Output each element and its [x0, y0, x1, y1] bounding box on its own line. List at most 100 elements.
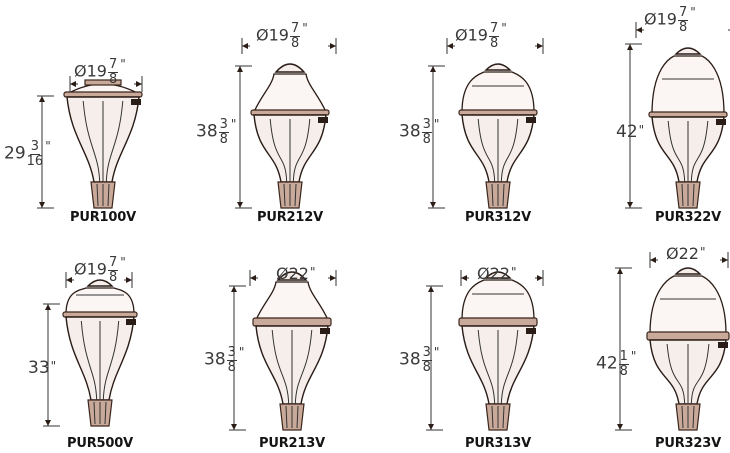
model-label: PUR312V: [465, 210, 531, 225]
base-groove: [294, 183, 297, 207]
lantern-finial: [674, 47, 702, 55]
base-groove: [283, 183, 286, 207]
fixture-drawing-pur213v: [229, 270, 337, 431]
fixture-drawing-pur322v: [625, 22, 730, 209]
fixture-drawing-pur323v: [615, 252, 730, 431]
lantern-band: [646, 331, 730, 341]
body-rib: [500, 329, 519, 405]
fixture-drawing-pur500v: [43, 272, 138, 427]
body-rib: [667, 120, 686, 183]
arrowhead-left: [650, 257, 656, 263]
arrowhead-down: [45, 420, 51, 426]
arrowhead-down: [231, 424, 237, 430]
base-groove: [107, 183, 110, 207]
lantern-cap: [84, 79, 122, 86]
latch-icon: [526, 117, 536, 123]
model-label: PUR313V: [465, 436, 531, 451]
arrowhead-right: [136, 81, 142, 87]
base-groove: [692, 405, 695, 429]
fixture-drawing-pur100v: [37, 76, 143, 209]
base-groove: [93, 401, 96, 425]
body-rib: [690, 343, 710, 405]
arrowhead-up: [45, 304, 51, 310]
fixture-drawing-pur312v: [428, 38, 544, 209]
diameter-label: Ø22": [477, 264, 517, 283]
base-groove: [296, 405, 299, 429]
lantern-roof: [254, 281, 330, 321]
body-rib: [80, 320, 98, 401]
model-label: PUR322V: [655, 210, 721, 225]
latch-icon: [526, 328, 536, 334]
lantern-dome: [649, 275, 727, 335]
body-rib: [271, 329, 290, 405]
lantern-band: [458, 109, 538, 116]
arrowhead-left: [66, 277, 72, 283]
latch-icon: [320, 328, 330, 334]
base-groove: [502, 405, 505, 429]
fixture-drawing-pur212v: [235, 38, 337, 209]
arrowhead-down: [39, 202, 45, 208]
arrowhead-up: [231, 286, 237, 292]
arrowhead-up: [428, 286, 434, 292]
lantern-finial: [274, 63, 306, 73]
arrowhead-down: [428, 424, 434, 430]
arrowhead-up: [627, 44, 633, 50]
body-rib: [477, 118, 496, 183]
body-rib: [294, 329, 313, 405]
base-groove: [491, 183, 494, 207]
arrowhead-up: [39, 96, 45, 102]
arrowhead-right: [126, 277, 132, 283]
base-groove: [692, 183, 695, 207]
latch-icon: [716, 119, 726, 125]
model-label: PUR212V: [257, 210, 323, 225]
base-groove: [681, 183, 684, 207]
arrowhead-left: [242, 43, 248, 49]
lantern-dome: [461, 71, 535, 113]
base-groove: [491, 405, 494, 429]
arrowhead-left: [636, 27, 642, 33]
body-rib: [500, 118, 519, 183]
body-rib: [102, 320, 120, 401]
model-label: PUR500V: [67, 436, 133, 451]
lantern-roof: [252, 73, 328, 113]
height-label: 42": [616, 122, 645, 142]
arrowhead-down: [430, 202, 436, 208]
base-groove: [96, 183, 99, 207]
base-groove: [502, 183, 505, 207]
height-label: 33": [28, 358, 57, 378]
lantern-finial: [484, 63, 512, 71]
arrowhead-right: [537, 43, 543, 49]
body-rib: [105, 100, 124, 183]
arrowhead-left: [250, 275, 256, 281]
lantern-band: [63, 91, 143, 98]
model-label: PUR213V: [259, 436, 325, 451]
latch-icon: [318, 117, 328, 123]
lantern-band: [62, 311, 138, 318]
arrowhead-down: [617, 424, 623, 430]
arrowhead-up: [430, 66, 436, 72]
body-rib: [82, 100, 101, 183]
arrowhead-right: [537, 275, 543, 281]
lantern-finial: [276, 271, 308, 281]
body-rib: [269, 118, 288, 183]
lantern-band: [250, 109, 330, 116]
lantern-band: [458, 317, 538, 327]
body-rib: [477, 329, 496, 405]
lantern-finial: [86, 279, 114, 287]
model-label: PUR100V: [70, 210, 136, 225]
latch-icon: [718, 342, 728, 348]
